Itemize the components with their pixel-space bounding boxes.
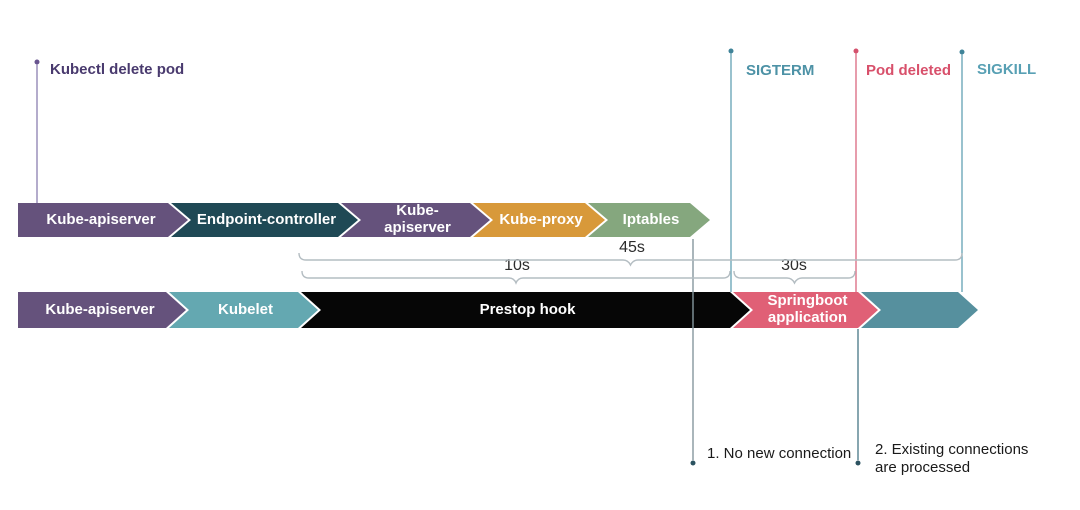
arrow-label: Kube-proxy xyxy=(499,210,583,228)
duration-45s: 45s xyxy=(619,239,645,256)
arrow-row1-kube-apiserver-2: Kube-apiserver xyxy=(341,203,490,237)
no-new-connection-dot xyxy=(690,460,696,466)
arrow-row2-prestop-hook: Prestop hook xyxy=(301,292,750,328)
pod-deleted-dot xyxy=(853,48,859,54)
arrow-row2-kubelet: Kubelet xyxy=(169,292,318,328)
pod-deleted-label: Pod deleted xyxy=(866,62,952,79)
arrow-label: Iptables xyxy=(622,210,680,228)
arrow-row1-iptables: Iptables xyxy=(588,203,710,237)
note-existing-connections: 2. Existing connections are processed xyxy=(875,441,1029,476)
arrow-label: Kubelet xyxy=(217,300,273,318)
note-no-new-connection: 1. No new connection xyxy=(707,445,852,462)
duration-10s: 10s xyxy=(504,257,530,274)
arrow-row1-endpoint-controller: Endpoint-controller xyxy=(171,203,358,237)
arrow-label: Endpoint-controller xyxy=(196,210,337,228)
arrow-label: Kube-apiserver xyxy=(384,202,451,236)
existing-connections-dot xyxy=(855,460,861,466)
arrow-label: Prestop hook xyxy=(479,300,576,318)
arrow-row1-kube-proxy: Kube-proxy xyxy=(473,203,605,237)
sigterm-label: SIGTERM xyxy=(746,62,815,79)
arrow-label: Springboot application xyxy=(767,292,848,326)
kubectl-delete-pod-label: Kubectl delete pod xyxy=(50,61,185,78)
sigkill-label: SIGKILL xyxy=(977,61,1037,78)
duration-30s: 30s xyxy=(781,257,807,274)
arrow-row2-tail xyxy=(861,292,978,328)
arrow-row1-kube-apiserver: Kube-apiserver xyxy=(18,203,188,237)
kubectl-dot xyxy=(34,59,40,65)
arrow-row2-kube-apiserver: Kube-apiserver xyxy=(18,292,186,328)
arrow-label: Kube-apiserver xyxy=(45,300,155,318)
sigkill-dot xyxy=(959,49,965,55)
arrow-label: Kube-apiserver xyxy=(46,210,156,228)
arrow-row2-springboot-application: Springboot application xyxy=(733,292,878,328)
sigterm-dot xyxy=(728,48,734,54)
